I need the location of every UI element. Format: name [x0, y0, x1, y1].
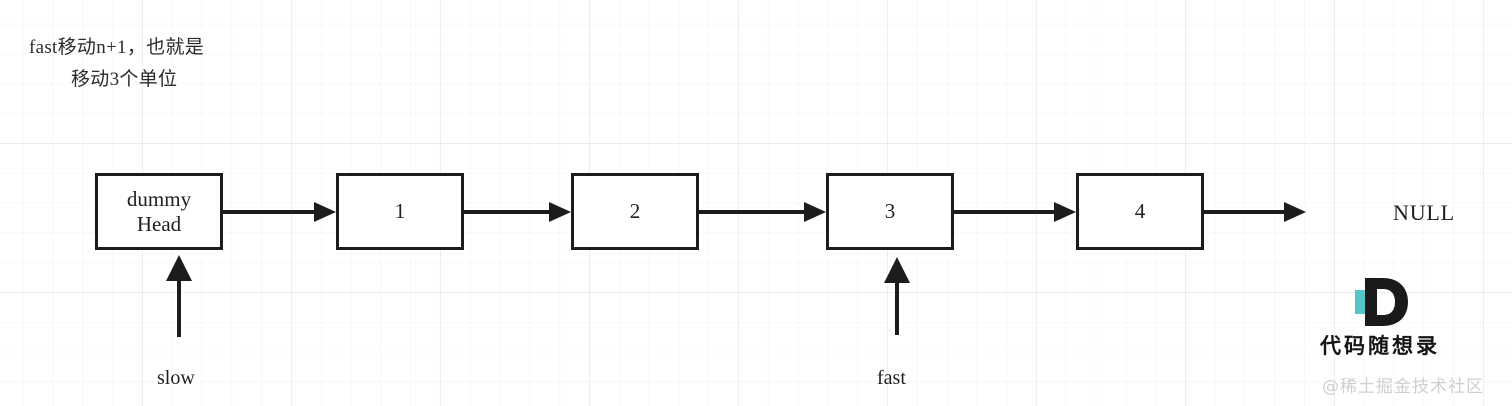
- node-label-line1: 2: [629, 199, 641, 223]
- node-label-line2: Head: [136, 211, 182, 236]
- fast-pointer-label: fast: [877, 367, 906, 389]
- node-1: 1: [336, 173, 464, 250]
- null-terminator: NULL: [1393, 200, 1455, 225]
- site-watermark: @稀土掘金技术社区: [1322, 377, 1484, 397]
- node-3: 3: [826, 173, 954, 250]
- annotation-line-2: 移动3个单位: [71, 69, 178, 90]
- logo-text: 代码随想录: [1320, 334, 1440, 358]
- node-label-line1: 3: [884, 199, 896, 223]
- annotation-line-1: fast移动n+1，也就是: [29, 37, 205, 58]
- arrow-dummy-to-1: [223, 202, 336, 222]
- arrow-4-to-null: [1204, 202, 1306, 222]
- arrow-3-to-4: [954, 202, 1076, 222]
- node-4: 4: [1076, 173, 1204, 250]
- fast-pointer-arrow-icon: [884, 257, 910, 335]
- slow-pointer-label: slow: [157, 367, 195, 389]
- arrow-1-to-2: [464, 202, 571, 222]
- node-label-line1: 4: [1134, 199, 1146, 223]
- node-2: 2: [571, 173, 699, 250]
- node-dummy-head: dummy Head: [95, 173, 223, 250]
- slow-pointer-arrow-icon: [166, 255, 192, 337]
- logo-d-icon: [1349, 276, 1411, 328]
- watermark-logo: 代码随想录: [1290, 276, 1470, 360]
- node-label-line1: dummy: [126, 186, 192, 211]
- arrow-2-to-3: [699, 202, 826, 222]
- node-label-line1: 1: [394, 199, 406, 223]
